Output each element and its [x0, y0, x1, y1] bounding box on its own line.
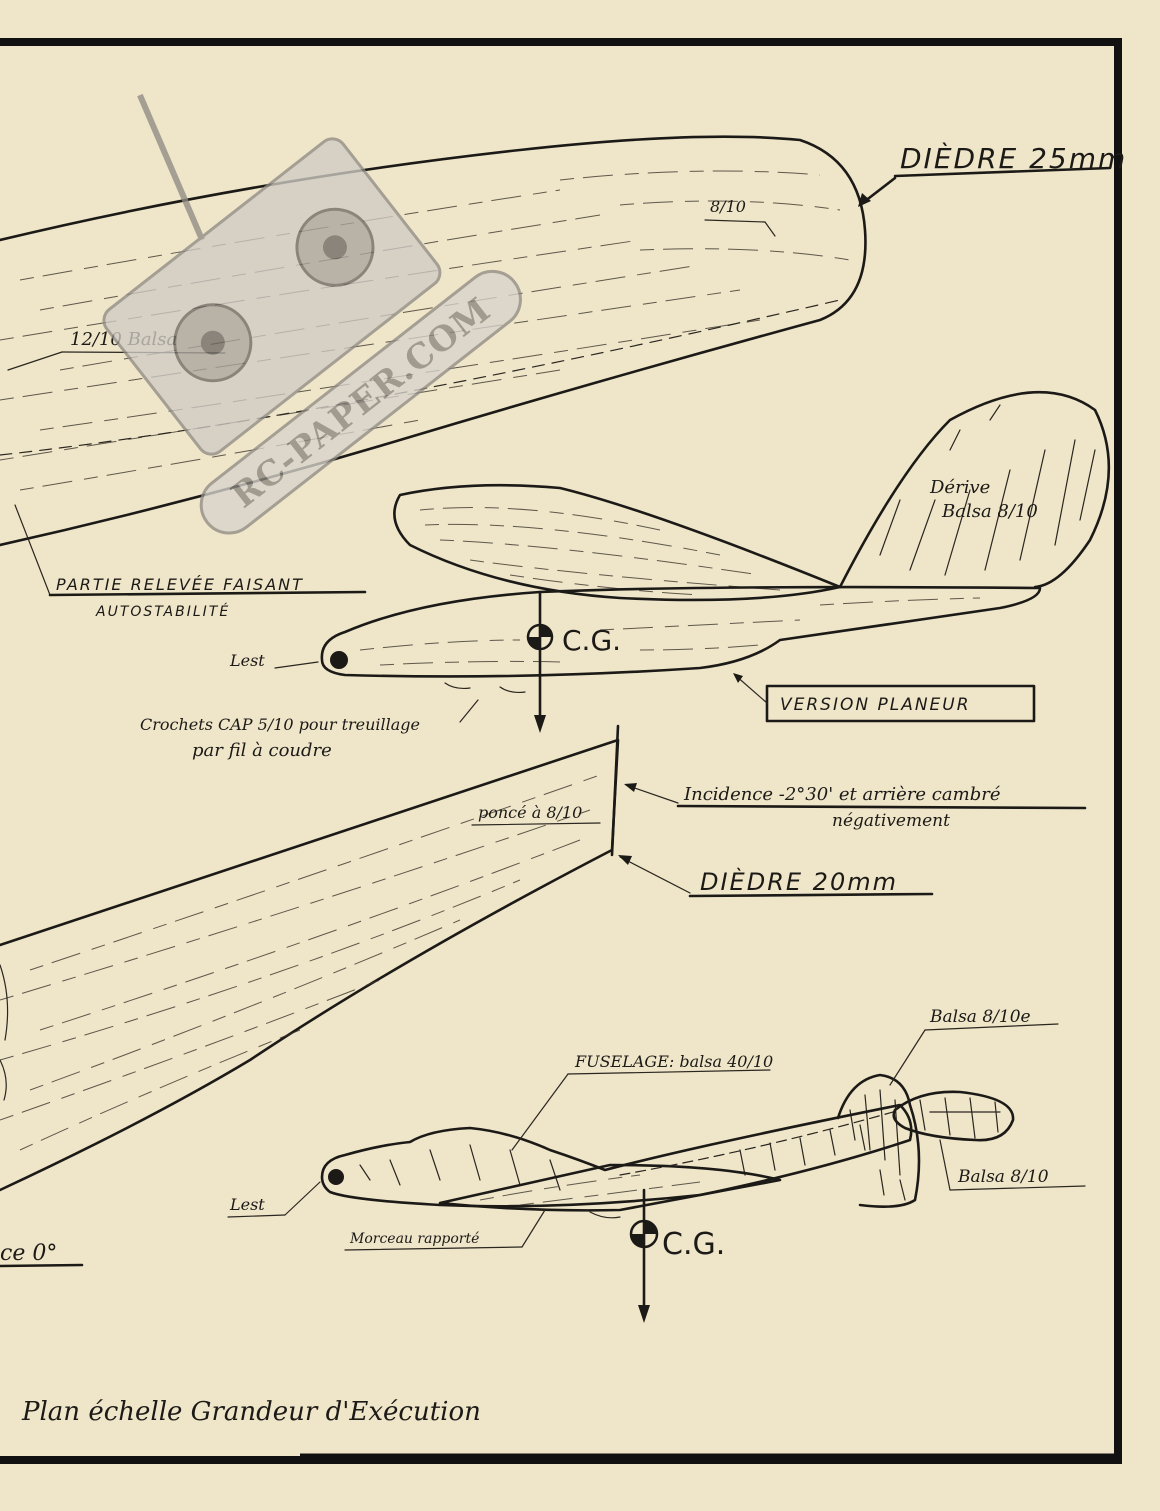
glider-hooks-label-1: Crochets CAP 5/10 pour treuillage — [140, 715, 420, 734]
version-arrow — [733, 673, 743, 683]
middle-wing — [0, 724, 620, 1192]
version-label: VERSION PLANEUR — [780, 695, 971, 715]
sheet-border — [0, 38, 1122, 1464]
second-ballast-dot — [328, 1169, 344, 1185]
stab-balsa-leader — [939, 1139, 951, 1191]
second-cg-symbol — [629, 1188, 659, 1323]
stab-balsa-underline — [949, 1185, 1086, 1191]
glider-cg-label: C.G. — [562, 624, 621, 657]
glider-stabilizer — [393, 483, 842, 602]
raised-part-leader — [14, 504, 51, 596]
second-ballast-label: Lest — [229, 1195, 265, 1214]
glider-fuselage — [320, 585, 1042, 678]
piece-underline — [344, 1246, 523, 1251]
dihedral-20-leader — [619, 856, 691, 894]
second-stabilizer — [892, 1090, 1015, 1142]
fin-balsa-leader — [889, 1029, 926, 1086]
glider-fin — [838, 390, 1111, 589]
glider-ballast-label: Lest — [229, 651, 265, 670]
tip-thickness-underline — [704, 219, 766, 223]
edge-incidence-underline — [0, 1263, 84, 1268]
raised-part-label-2: AUTOSTABILITÉ — [95, 603, 230, 620]
main-thickness-leader — [7, 351, 63, 371]
glider-hooks-label-2: par fil à coudre — [192, 740, 332, 761]
glider-ballast-leader — [274, 661, 319, 669]
raised-part-underline — [48, 590, 367, 597]
edge-incidence-label: ce 0° — [0, 1241, 57, 1266]
second-ballast-underline — [227, 1214, 286, 1218]
sanded-underline — [471, 822, 601, 826]
second-wing — [438, 1163, 782, 1212]
glider-ballast-dot — [330, 651, 348, 669]
second-model — [320, 1073, 1015, 1219]
raised-part-label-1: PARTIE RELEVÉE FAISANT — [56, 575, 304, 594]
incidence-arrow — [624, 783, 637, 792]
fin-balsa-underline — [924, 1023, 1059, 1031]
piece-label: Morceau rapporté — [349, 1231, 479, 1247]
watermark-logo: RC-PAPER.COM — [102, 93, 522, 535]
piece-leader — [521, 1209, 546, 1248]
footer-caption: Plan échelle Grandeur d'Exécution — [21, 1397, 481, 1427]
glider-model — [320, 390, 1111, 694]
fuselage-underline — [567, 1069, 771, 1075]
incidence-label-1: Incidence -2°30' et arrière cambré — [683, 784, 1001, 805]
glider-cg-symbol — [526, 590, 554, 733]
dihedral-20-underline — [688, 892, 934, 898]
glider-fin-label-2: Balsa 8/10 — [941, 501, 1038, 522]
tip-thickness-label: 8/10 — [710, 197, 746, 216]
dihedral-25-arrow — [858, 193, 871, 207]
dihedral-25-label: DIÈDRE 25mm — [900, 141, 1127, 175]
incidence-underline — [676, 804, 1087, 810]
tip-thickness-leader — [764, 221, 776, 237]
second-cg-label: C.G. — [662, 1227, 725, 1262]
fuselage-label: FUSELAGE: balsa 40/10 — [574, 1052, 773, 1071]
sanded-label: poncé à 8/10 — [478, 803, 582, 822]
dihedral-20-arrow — [618, 855, 632, 865]
second-fuselage — [320, 1103, 913, 1208]
stab-balsa-label: Balsa 8/10 — [957, 1167, 1049, 1187]
fin-balsa-label: Balsa 8/10e — [929, 1007, 1031, 1027]
glider-hooks-leader — [459, 699, 479, 723]
dihedral-25-underline — [893, 166, 1112, 178]
dihedral-20-label: DIÈDRE 20mm — [700, 867, 898, 896]
second-fin — [836, 1073, 921, 1208]
fuselage-leader — [511, 1073, 569, 1151]
second-ballast-leader — [284, 1181, 321, 1216]
glider-fin-label-1: Dérive — [929, 477, 990, 498]
incidence-label-2: négativement — [832, 811, 950, 831]
